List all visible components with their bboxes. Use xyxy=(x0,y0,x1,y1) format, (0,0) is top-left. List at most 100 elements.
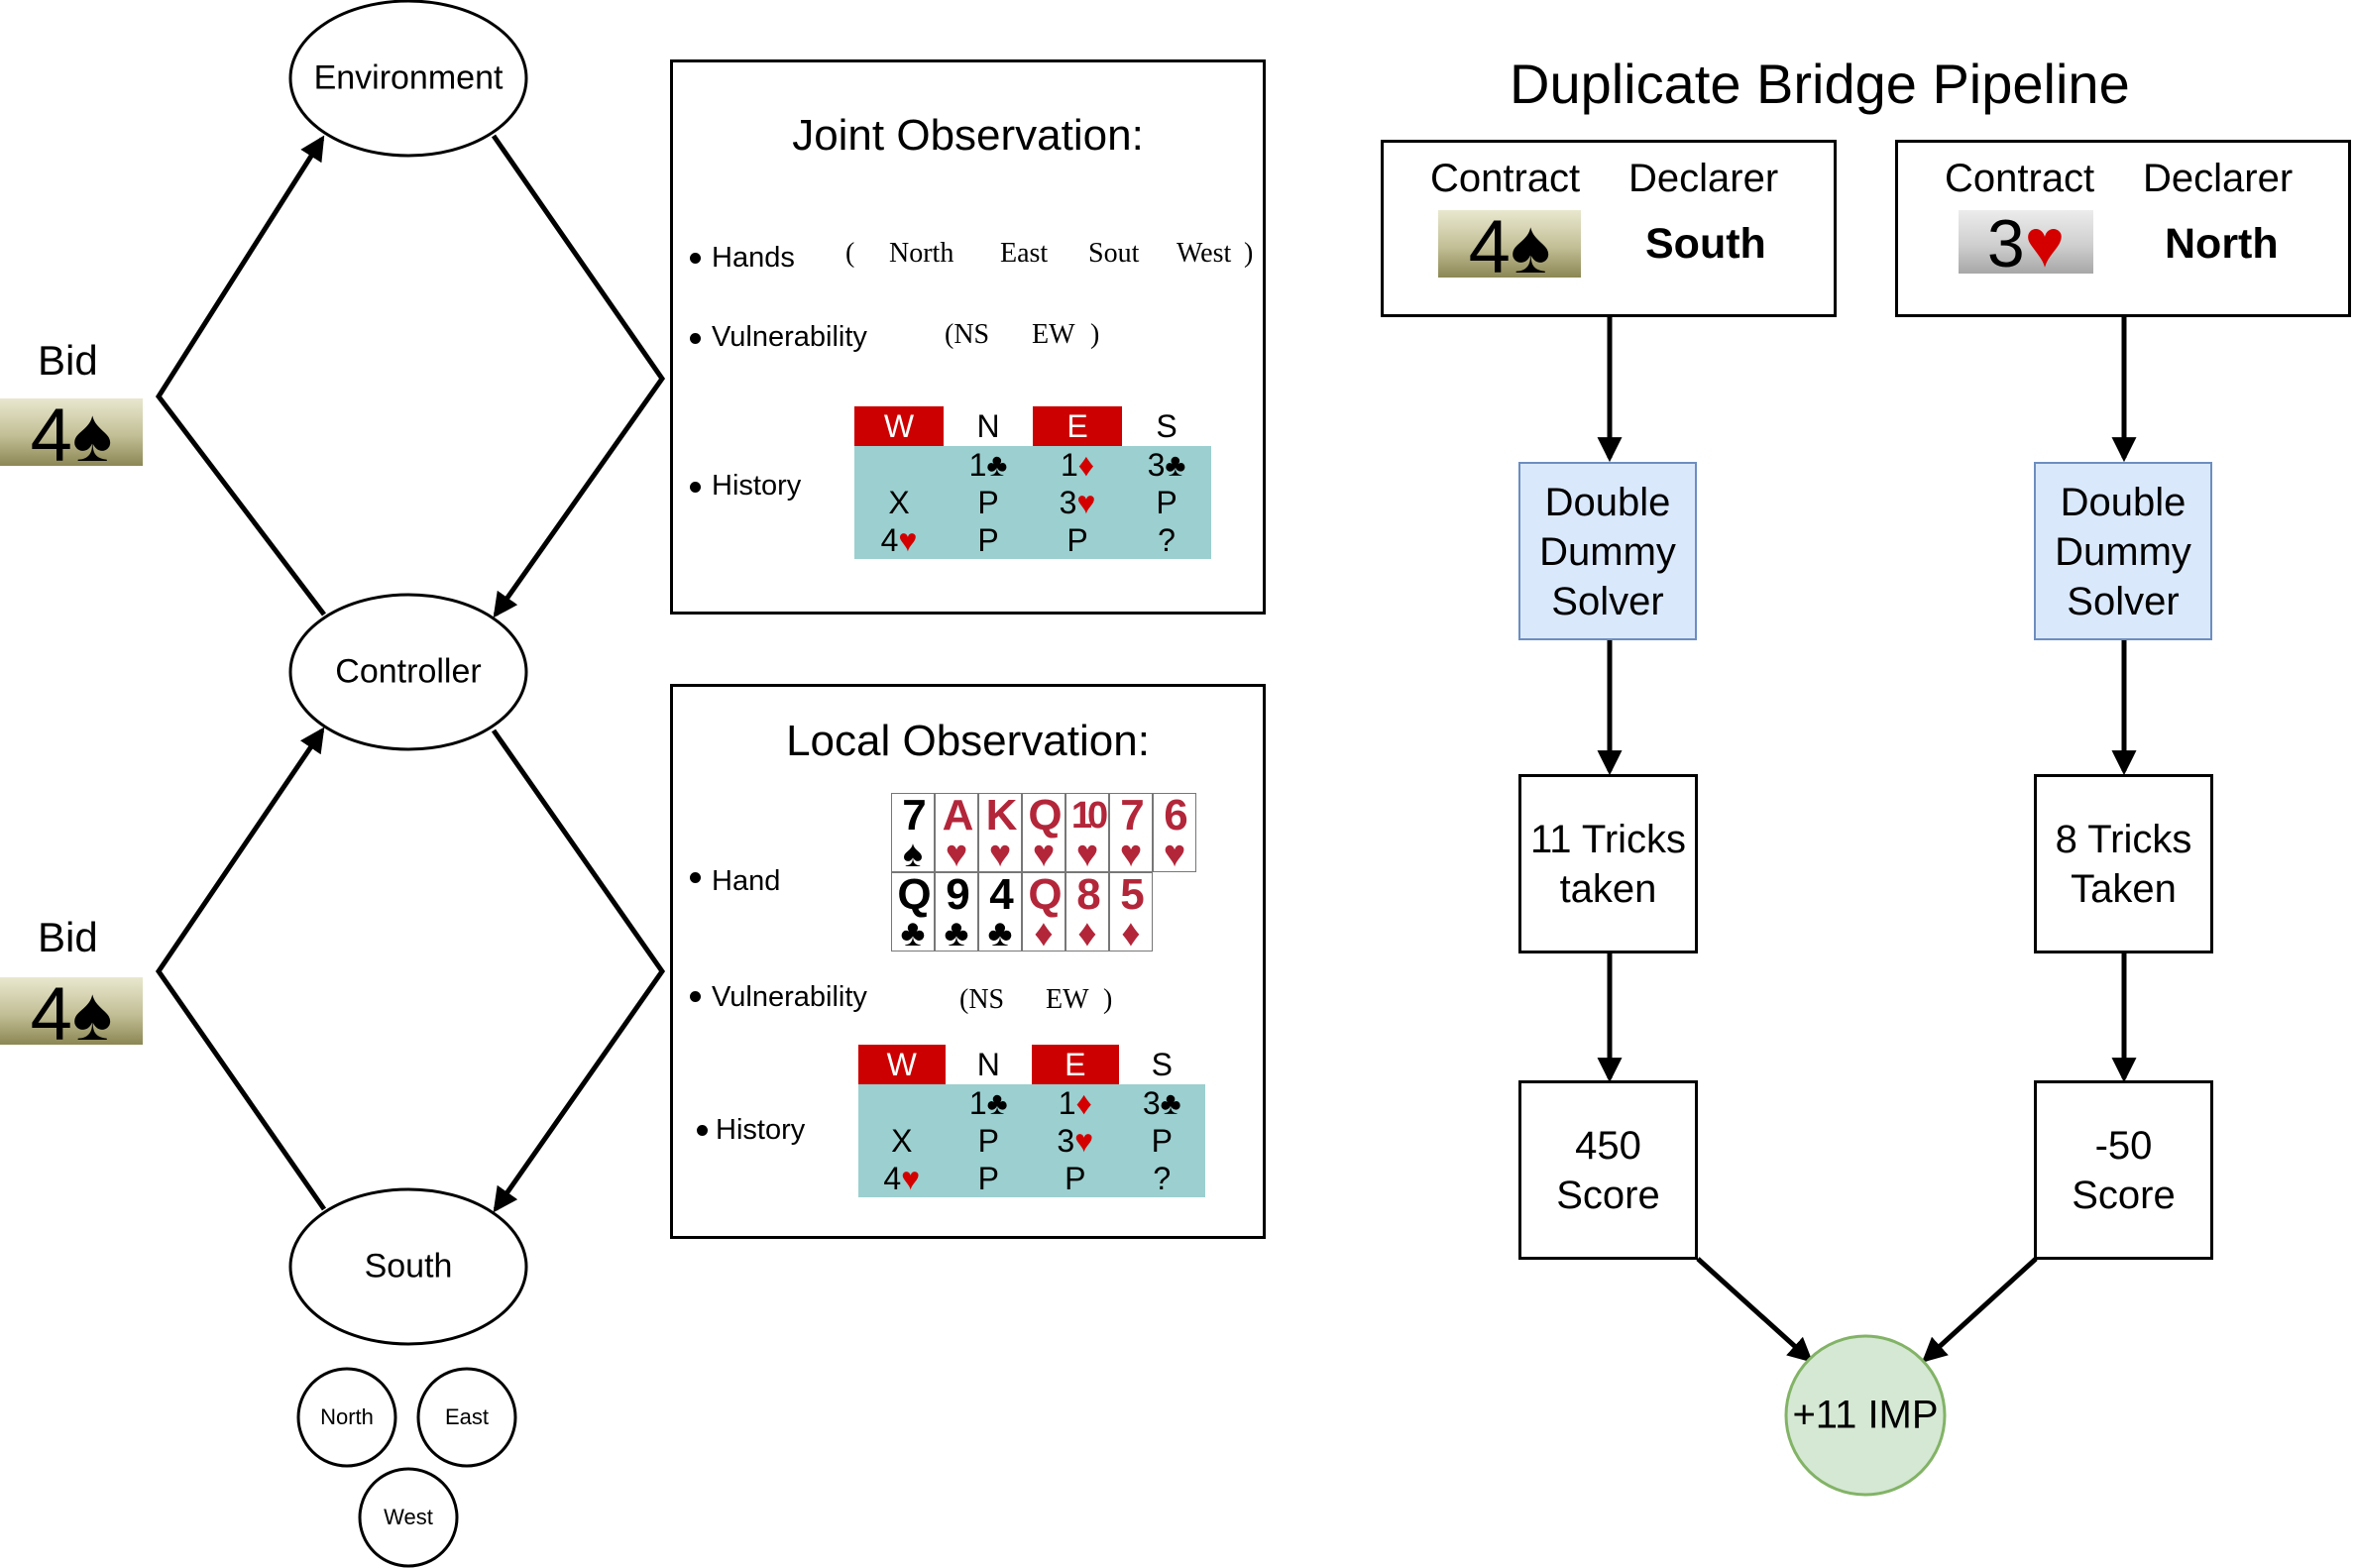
north-label: North xyxy=(320,1404,374,1429)
playing-card: A♥ xyxy=(935,791,978,875)
joint-hands-east: East xyxy=(1000,238,1049,269)
edge-controller-to-south xyxy=(491,728,666,1213)
local-bid-cell: P xyxy=(945,1122,1032,1160)
bullet-icon xyxy=(690,482,701,493)
heart-icon: ♥ xyxy=(945,834,968,875)
joint-header-n: N xyxy=(944,406,1033,446)
club-icon: ♣ xyxy=(900,913,926,954)
card-rank: A xyxy=(942,791,974,840)
club-icon: ♣ xyxy=(944,913,969,954)
joint-bid-cell: P xyxy=(1033,521,1122,559)
joint-observation-title: Joint Observation: xyxy=(792,111,1144,160)
joint-bid-cell: 4♥ xyxy=(854,521,944,559)
joint-hands-north: North xyxy=(889,238,954,269)
local-bid-cell: P xyxy=(945,1160,1032,1197)
card-rank: Q xyxy=(1028,791,1062,840)
club-icon: ♣ xyxy=(1160,1084,1181,1121)
right-score-value: -50 xyxy=(2094,1124,2153,1168)
club-icon: ♣ xyxy=(986,446,1008,483)
playing-card: 6♥ xyxy=(1153,793,1196,875)
playing-card: 8♦ xyxy=(1065,872,1109,952)
result-label: +11 IMP xyxy=(1792,1393,1939,1437)
right-score-label: Score xyxy=(2072,1174,2176,1217)
right-contract-box xyxy=(1895,140,2351,317)
bullet-icon xyxy=(690,333,701,344)
left-contract-badge: 4♠ xyxy=(1438,210,1581,285)
right-declarer-label: Declarer xyxy=(2143,157,2294,200)
joint-bid-cell xyxy=(854,446,944,484)
table-row: 1♣1♦3♣ xyxy=(858,1084,1205,1122)
diamond-icon: ♦ xyxy=(1077,446,1095,483)
table-row: 1♣1♦3♣ xyxy=(854,446,1211,484)
local-bid-cell: P xyxy=(1032,1160,1119,1197)
heart-icon: ♥ xyxy=(1075,834,1099,875)
joint-hands-open: ( xyxy=(845,238,855,269)
arrow-right-score-to-result xyxy=(1921,1257,2038,1363)
joint-bid-cell: P xyxy=(944,484,1033,521)
joint-bid-cell: 3♣ xyxy=(1122,446,1211,484)
local-bid-cell: 1♦ xyxy=(1032,1084,1119,1122)
local-header-e: E xyxy=(1032,1045,1119,1084)
edge-environment-to-controller xyxy=(491,134,666,618)
east-node xyxy=(416,1367,517,1468)
heart-icon: ♥ xyxy=(1076,484,1096,520)
left-score-box: 450 Score xyxy=(1518,1080,1698,1260)
card-rank: 10 xyxy=(1070,795,1108,837)
left-solver-line1: Double xyxy=(1544,481,1671,524)
right-solver-line3: Solver xyxy=(2067,580,2180,623)
card-rank: 4 xyxy=(989,870,1013,919)
spade-icon: ♠ xyxy=(1510,205,1551,289)
left-contract-level: 4 xyxy=(1468,205,1511,289)
joint-header-e: E xyxy=(1033,406,1122,446)
card-rank: 7 xyxy=(902,791,926,840)
right-double-dummy-solver: Double Dummy Solver xyxy=(2034,462,2212,640)
local-header-w: W xyxy=(858,1045,946,1084)
environment-label: Environment xyxy=(313,58,504,97)
local-vuln-close: ) xyxy=(1103,984,1113,1015)
right-tricks-line1: 8 Tricks xyxy=(2055,818,2192,861)
local-observation-title: Local Observation: xyxy=(786,717,1150,765)
card-rank: 8 xyxy=(1076,870,1100,919)
joint-bid-cell: P xyxy=(944,521,1033,559)
club-icon: ♣ xyxy=(987,913,1013,954)
north-node xyxy=(296,1367,397,1468)
left-solver-line2: Dummy xyxy=(1539,530,1676,574)
card-rank: Q xyxy=(897,870,931,919)
joint-hands-close: ) xyxy=(1244,238,1254,269)
joint-hands-label: Hands xyxy=(712,242,795,274)
card-rank: 5 xyxy=(1120,870,1144,919)
joint-bid-cell: 3♥ xyxy=(1033,484,1122,521)
playing-card: 7♥ xyxy=(1109,791,1153,873)
south-node xyxy=(288,1187,528,1346)
diamond-icon: ♦ xyxy=(1075,1084,1092,1121)
heart-icon: ♥ xyxy=(2024,206,2066,281)
playing-card: 9♣ xyxy=(935,872,978,952)
local-hand-label: Hand xyxy=(712,865,781,897)
left-declarer-value: South xyxy=(1645,220,1766,268)
local-bid-cell: 3♣ xyxy=(1118,1084,1205,1122)
local-bid-cell: P xyxy=(1118,1122,1205,1160)
left-tricks-line2: taken xyxy=(1559,867,1657,911)
card-rank: K xyxy=(985,791,1018,840)
joint-vuln-ns: (NS xyxy=(945,319,990,350)
card-rank: 7 xyxy=(1120,791,1144,840)
heart-icon: ♥ xyxy=(1032,834,1056,875)
arrow-left-score-to-result xyxy=(1696,1257,1814,1363)
local-history-label: History xyxy=(716,1114,806,1146)
pipeline-title: Duplicate Bridge Pipeline xyxy=(1510,53,2130,115)
south-label: South xyxy=(364,1247,453,1286)
west-label: West xyxy=(384,1505,433,1529)
diamond-icon: ♦ xyxy=(1077,913,1097,954)
bid-bottom-level: 4 xyxy=(30,972,72,1057)
heart-icon: ♥ xyxy=(1163,834,1186,875)
joint-header-s: S xyxy=(1122,406,1211,446)
left-score-label: Score xyxy=(1556,1174,1660,1217)
edge-south-to-controller xyxy=(155,727,327,1211)
club-icon: ♣ xyxy=(986,1084,1008,1121)
bullet-icon xyxy=(697,1125,708,1136)
spade-icon: ♠ xyxy=(71,972,113,1057)
